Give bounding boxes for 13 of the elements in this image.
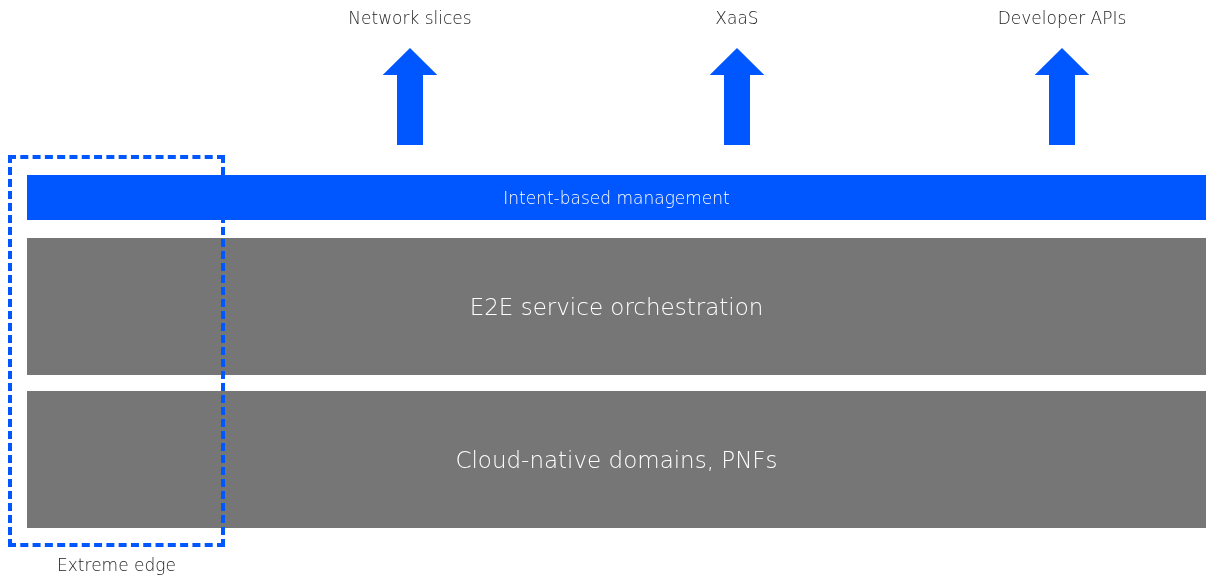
output-label: XaaS: [687, 4, 787, 32]
output-label: Developer APIs: [972, 4, 1152, 32]
layer-label: Intent-based management: [503, 187, 730, 208]
layer-label: E2E service orchestration: [469, 293, 764, 320]
region-caption: Extreme edge: [57, 555, 176, 575]
management-bar: [27, 175, 1206, 220]
layer-bar: [27, 391, 1206, 528]
block-arrow: [709, 48, 765, 145]
layer-bar: [27, 238, 1206, 375]
output-label: Network slices: [330, 4, 490, 32]
block-arrow: [382, 48, 438, 145]
layer-label: Cloud-native domains, PNFs: [455, 446, 778, 473]
block-arrow: [1034, 48, 1090, 145]
